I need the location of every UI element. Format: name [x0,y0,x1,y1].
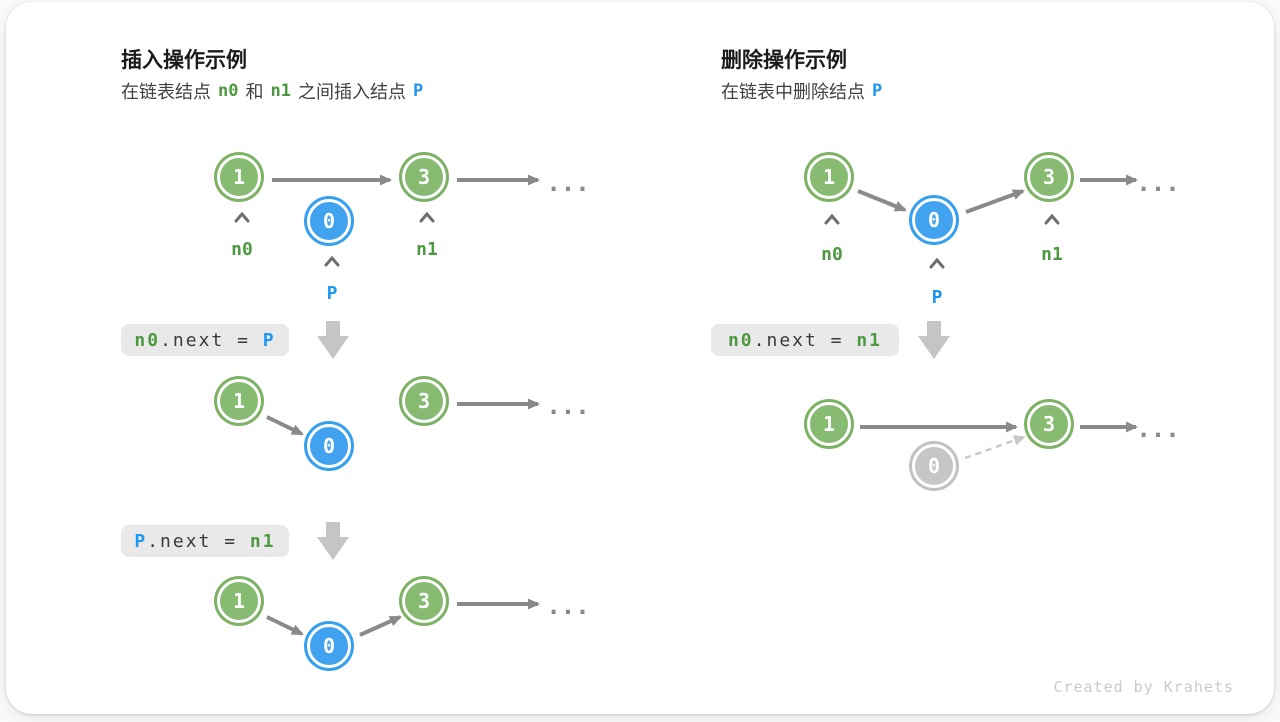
pointer-label-p: P [326,283,338,304]
code-lhs: P [134,530,148,552]
credit-watermark: Created by Krahets [1053,678,1234,696]
code-rhs: n1 [856,329,883,351]
token-n1: n1 [270,81,291,101]
node-value: 1 [822,165,836,189]
list-node: 1 [217,579,261,623]
arrow-remove0-0to3 [965,189,1025,214]
node-value: 1 [822,412,836,436]
code-mid: .next = [160,329,263,351]
remove-section-subtitle: 在链表中删除结点 P [721,78,889,104]
node-value: 1 [232,589,246,613]
diagram-card: 插入操作示例 在链表结点 n0 和 n1 之间插入结点 P 1 3 0 n0 n… [6,2,1274,714]
code-mid: .next = [753,329,857,351]
pointer-caret-icon [419,212,435,223]
code-lhs: n0 [134,329,161,351]
node-value: 0 [927,208,941,232]
down-arrow-icon [317,522,349,560]
code-chip: n0.next = n1 [711,324,899,356]
subtitle-text: 在链表结点 [121,82,211,102]
node-value: 3 [1042,412,1056,436]
subtitle-text: 在链表中删除结点 [721,82,865,102]
node-value: 0 [927,454,941,478]
ellipsis: ... [546,392,590,420]
ellipsis: ... [546,592,590,620]
list-node: 0 [307,424,351,468]
code-chip: n0.next = P [121,324,289,356]
subtitle-text: 和 [245,82,264,102]
node-value: 1 [232,389,246,413]
token-p: P [412,81,424,101]
insert-section-title: 插入操作示例 [121,49,247,72]
subtitle-text: 之间插入结点 [297,82,406,102]
node-value: 0 [322,434,336,458]
pointer-label-p: P [931,287,943,308]
arrow-insert2-0to3 [359,615,402,637]
code-mid: .next = [147,530,250,552]
token-n0: n0 [218,81,239,101]
pointer-caret-icon [929,258,945,269]
pointer-label-n0: n0 [231,239,253,260]
code-chip: P.next = n1 [121,525,289,557]
list-node: 3 [402,379,446,423]
list-node: 3 [1027,402,1071,446]
node-value: 3 [417,389,431,413]
pointer-label-n1: n1 [416,239,438,260]
code-rhs: P [262,329,276,351]
arrow-insert1-1to0 [266,415,304,436]
list-node: 0 [307,199,351,243]
node-value: 3 [1042,165,1056,189]
node-value: 3 [417,165,431,189]
list-node-removed: 0 [912,444,956,488]
list-node: 3 [1027,155,1071,199]
arrow-insert2-1to0 [266,615,304,636]
pointer-caret-icon [824,214,840,225]
pointer-label-n1: n1 [1041,244,1063,265]
down-arrow-icon [918,321,950,359]
arrow-remove0-1to0 [857,189,907,212]
ellipsis: ... [1136,169,1180,197]
token-p: P [872,81,883,101]
remove-section-title: 删除操作示例 [721,49,847,72]
pointer-caret-icon [1044,214,1060,225]
pointer-caret-icon [234,212,250,223]
arrow-removed-dashed [964,435,1026,460]
list-node: 3 [402,579,446,623]
pointer-label-n0: n0 [821,244,843,265]
list-node: 1 [217,155,261,199]
ellipsis: ... [546,169,590,197]
list-node: 1 [807,402,851,446]
node-value: 0 [322,634,336,658]
down-arrow-icon [317,321,349,359]
node-value: 3 [417,589,431,613]
code-rhs: n1 [249,530,276,552]
list-node: 1 [217,379,261,423]
list-node: 1 [807,155,851,199]
insert-section-subtitle: 在链表结点 n0 和 n1 之间插入结点 P [121,78,430,104]
list-node: 3 [402,155,446,199]
list-node: 0 [912,198,956,242]
pointer-caret-icon [324,256,340,267]
list-node: 0 [307,624,351,668]
node-value: 0 [322,209,336,233]
code-lhs: n0 [727,329,754,351]
node-value: 1 [232,165,246,189]
arrows-layer [266,174,1138,637]
ellipsis: ... [1136,415,1180,443]
